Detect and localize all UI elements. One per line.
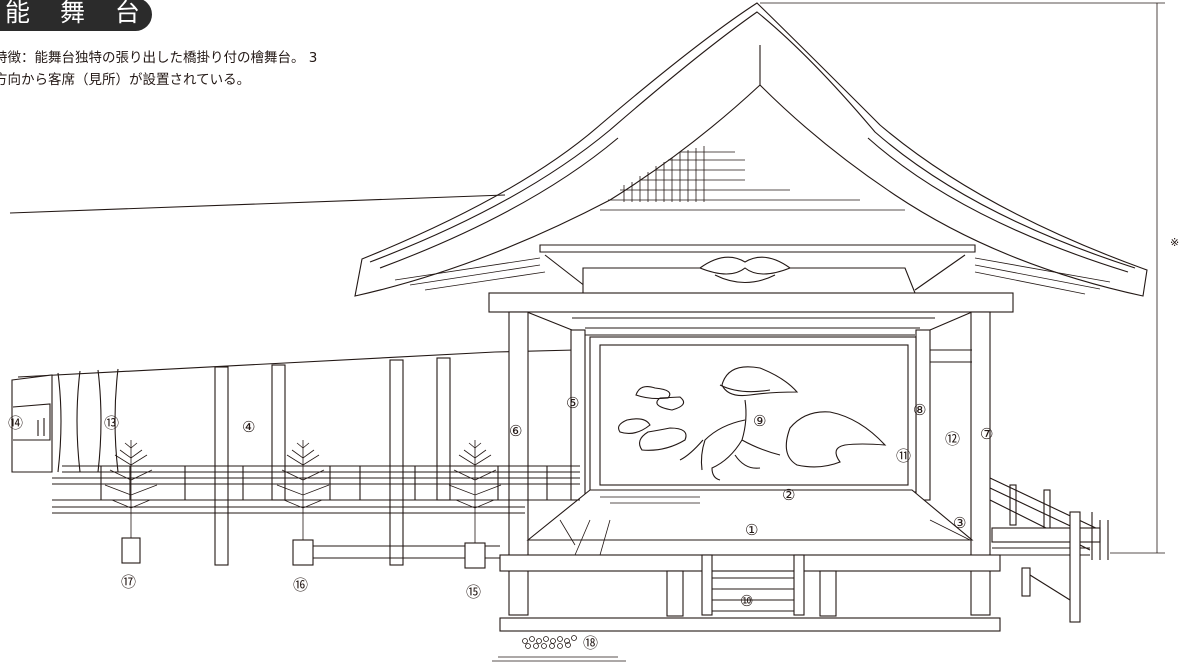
callout-3: ③: [953, 514, 966, 532]
description-line-2: 方向から客席（見所）が設置されている。: [0, 72, 251, 88]
callout-17: ⑰: [121, 573, 136, 591]
pillar-left-front: [508, 311, 529, 616]
callout-15: ⑮: [466, 583, 481, 601]
height-mark: ※: [1170, 236, 1179, 249]
callout-12: ⑫: [945, 430, 960, 448]
pine-tree-3: [448, 440, 502, 569]
height-dimension: ※: [760, 2, 1179, 554]
white-pebbles: [492, 635, 626, 662]
callout-16: ⑯: [293, 576, 308, 594]
callout-1: ①: [745, 521, 758, 539]
page-title: 能 舞 台: [5, 0, 151, 27]
pine-painting: [618, 366, 887, 481]
pine-tree-2: [276, 440, 330, 566]
description-line-1: 特徴：能舞台独特の張り出した橋掛り付の檜舞台。 3: [0, 50, 318, 66]
pillar-right-front: [970, 311, 991, 616]
pillar-left-back: [570, 329, 586, 501]
callout-18: ⑱: [583, 634, 598, 652]
bridge-roof: [9, 194, 576, 378]
callout-11: ⑪: [896, 447, 911, 465]
callout-5: ⑤: [566, 394, 579, 412]
callout-9: ⑨: [753, 412, 766, 430]
callout-2: ②: [782, 486, 795, 504]
pine-tree-1: [104, 440, 158, 564]
callout-13: ⑬: [104, 414, 119, 432]
roof: [354, 2, 1148, 297]
callout-7: ⑦: [980, 425, 993, 443]
callout-4: ④: [242, 418, 255, 436]
title-badge: 能 舞 台: [0, 0, 152, 31]
stage-frame: [488, 292, 1014, 632]
callout-8: ⑧: [913, 401, 926, 419]
callout-6: ⑥: [509, 422, 522, 440]
callouts: ① ② ③ ④ ⑤ ⑥ ⑦ ⑧ ⑨ ⑩ ⑪ ⑫ ⑬ ⑭ ⑮ ⑯ ⑰ ⑱: [8, 394, 993, 652]
bridge: [11, 357, 580, 566]
pine-trees: [104, 440, 502, 569]
back-wing: [989, 477, 1109, 623]
callout-14: ⑭: [8, 414, 23, 432]
callout-10: ⑩: [740, 592, 753, 610]
